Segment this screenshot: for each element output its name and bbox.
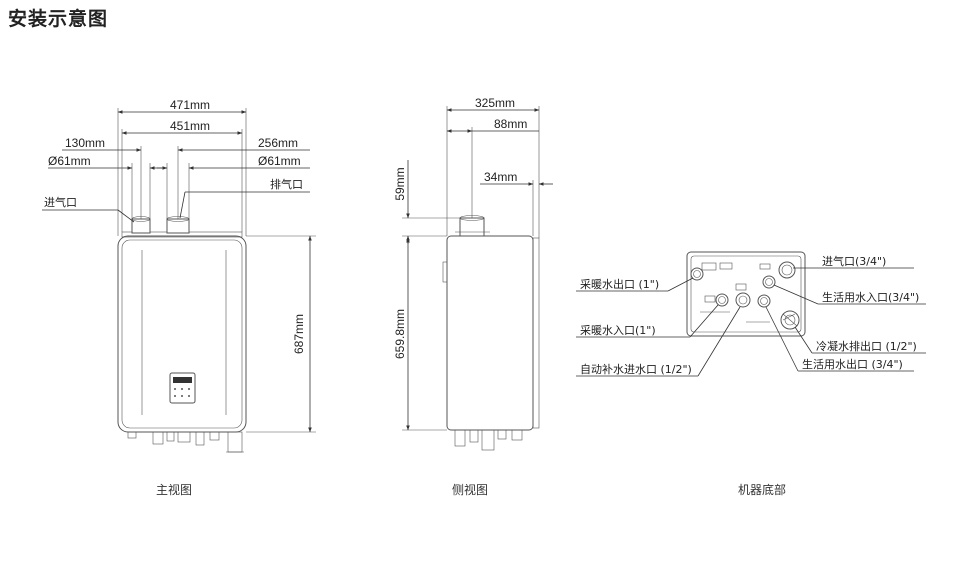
fitting-dhw-in (762, 275, 776, 289)
label-heating-in: 采暖水入口(1") (580, 324, 656, 337)
fitting-heating-out (690, 267, 704, 281)
front-view: 471mm 451mm 130mm 256mm Ø61mm Ø61mm 排气口 (42, 98, 316, 497)
dim-width-total: 471mm (170, 98, 210, 112)
dim-depth-offset: 88mm (494, 117, 527, 131)
bottom-panel-details (700, 262, 771, 323)
fitting-heating-in (715, 293, 729, 307)
label-air-intake: 进气口(3/4") (822, 254, 886, 268)
label-dhw-in: 生活用水入口(3/4") (822, 290, 919, 304)
dim-back-gap: 34mm (484, 170, 517, 184)
label-intake: 进气口 (44, 195, 77, 209)
caption-bottom-view: 机器底部 (738, 482, 786, 497)
caption-side-view: 侧视图 (452, 482, 488, 497)
dim-left-offset: 130mm (65, 136, 105, 150)
display-screen (173, 377, 192, 383)
front-bottom-fittings (127, 431, 244, 453)
bottom-view: 采暖水出口 (1") 采暖水入口(1") 自动补水进水口 (1/2") 进气口(… (576, 251, 926, 497)
caption-front-view: 主视图 (156, 482, 192, 497)
side-view: 325mm 88mm 34mm 59mm 659.8mm 侧视图 (393, 96, 553, 497)
side-bottom-fittings (454, 429, 523, 451)
dim-top-height: 59mm (393, 167, 407, 200)
label-auto-fill: 自动补水进水口 (1/2") (580, 363, 692, 376)
page-title: 安装示意图 (8, 8, 109, 30)
control-buttons (174, 388, 190, 397)
label-condensate-drain: 冷凝水排出口 (1/2") (816, 339, 917, 353)
side-back-plate (532, 237, 540, 429)
label-heating-out: 采暖水出口 (1") (580, 277, 659, 291)
dim-right-offset: 256mm (258, 136, 298, 150)
dim-dia-left: Ø61mm (48, 154, 91, 168)
dim-height: 687mm (292, 314, 306, 354)
side-body-outline (446, 235, 534, 431)
bottom-panel-inner (690, 255, 802, 333)
label-exhaust: 排气口 (270, 177, 303, 191)
dim-depth-total: 325mm (475, 96, 515, 110)
dim-width-inner: 451mm (170, 119, 210, 133)
fitting-dhw-out (757, 294, 771, 308)
fitting-air-intake (778, 261, 796, 279)
side-knob (442, 261, 448, 283)
dim-body-height: 659.8mm (393, 309, 407, 359)
fitting-auto-fill (735, 292, 751, 308)
dim-dia-right: Ø61mm (258, 154, 301, 168)
label-dhw-out: 生活用水出口 (3/4") (802, 357, 903, 371)
fitting-condensate-drain (780, 310, 800, 330)
front-body-inner (121, 239, 243, 429)
